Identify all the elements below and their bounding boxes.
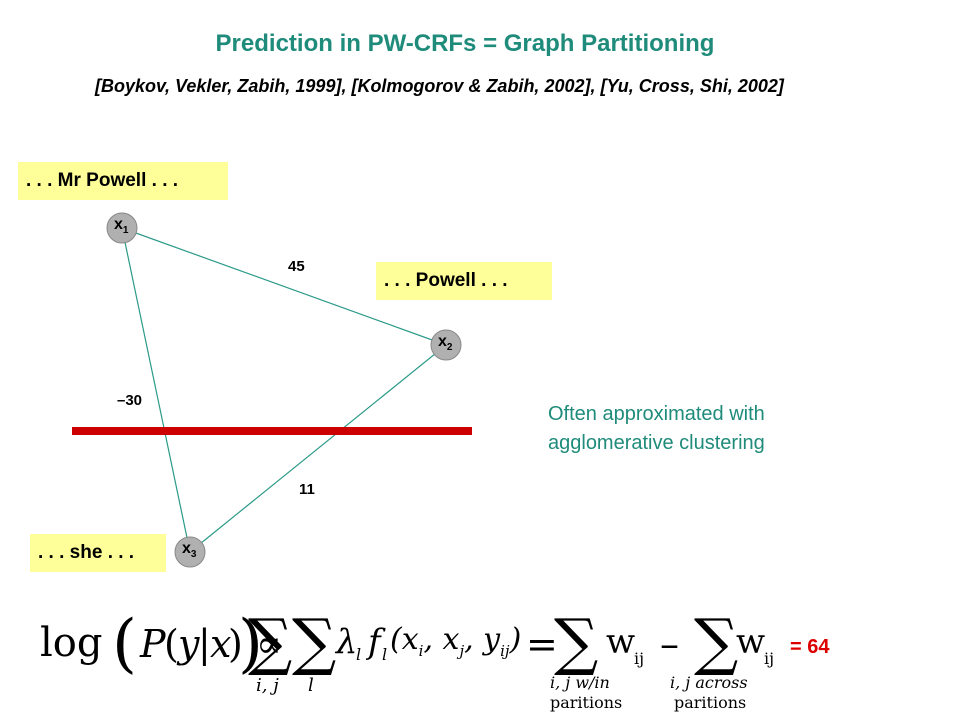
token-label-she: . . . she . . . [30, 534, 166, 572]
node-x2-sub: 2 [446, 342, 453, 354]
formula-across-label-2: paritions [674, 693, 747, 712]
edge-x1-x3 [121, 227, 191, 553]
node-x3 [174, 536, 206, 568]
node-x3-sub: 3 [190, 549, 197, 561]
formula-within-label: i, j w/in [550, 673, 610, 692]
formula-propto: ∝ [256, 622, 282, 666]
formula-w-within-sub: ij [634, 649, 645, 668]
note-line-2: agglomerative clustering [548, 432, 765, 454]
partition-score: = 64 [790, 636, 830, 658]
edge-x2-x3 [189, 344, 447, 553]
node-x3-name: x [182, 540, 191, 557]
formula-across-label: i, j across [670, 673, 748, 692]
formula-minus: – [660, 622, 679, 666]
formula-sum-l: ∑ [292, 605, 337, 678]
formula-log: log [40, 620, 103, 666]
token-label-powell: . . . Powell . . . [376, 262, 552, 300]
token-label-mr-powell: . . . Mr Powell . . . [18, 162, 228, 200]
node-x1-sub: 1 [122, 225, 129, 237]
note-line-1: Often approximated with [548, 403, 765, 425]
node-x2-name: x [438, 333, 447, 350]
edge-x1-x2 [121, 227, 447, 346]
edge-weight-x1-x3: –30 [117, 392, 143, 409]
formula-w-across-sub: ij [764, 649, 775, 668]
node-x2-label: x2 [438, 333, 452, 353]
formula-w-across: w [736, 622, 766, 662]
formula-sum-within: ∑ [554, 605, 599, 678]
formula-f: f [368, 622, 381, 662]
node-x2 [430, 329, 462, 361]
node-x1 [106, 212, 138, 244]
node-x3-label: x3 [182, 540, 196, 560]
edge-weight-x1-x2: 45 [288, 258, 305, 275]
formula-sum-ij-sub: i, j [256, 675, 279, 696]
node-x1-label: x1 [114, 216, 128, 236]
formula-within-label-2: paritions [550, 693, 623, 712]
citations: [Boykov, Vekler, Zabih, 1999], [Kolmogor… [95, 76, 784, 96]
log-probability-formula: log ( P ( y | x ) ) ∝ ∑ i, j ∑ l λ l f l… [40, 605, 775, 712]
formula-sum-ij: ∑ [248, 605, 293, 678]
approximation-note: Often approximated with agglomerative cl… [548, 400, 765, 458]
slide-title: Prediction in PW-CRFs = Graph Partitioni… [215, 30, 715, 57]
formula-x: x [210, 622, 232, 666]
formula-lambda: λ [336, 622, 358, 662]
formula-w-within: w [606, 622, 636, 662]
formula-sum-across: ∑ [694, 605, 739, 678]
node-x1-name: x [114, 216, 123, 233]
formula-equals: = [526, 622, 558, 666]
edge-weight-x2-x3: 11 [299, 481, 315, 498]
partition-cut-line [72, 427, 472, 435]
formula-sum-l-sub: l [308, 675, 314, 696]
formula-y: y [178, 622, 200, 666]
formula-P: P [140, 622, 166, 666]
